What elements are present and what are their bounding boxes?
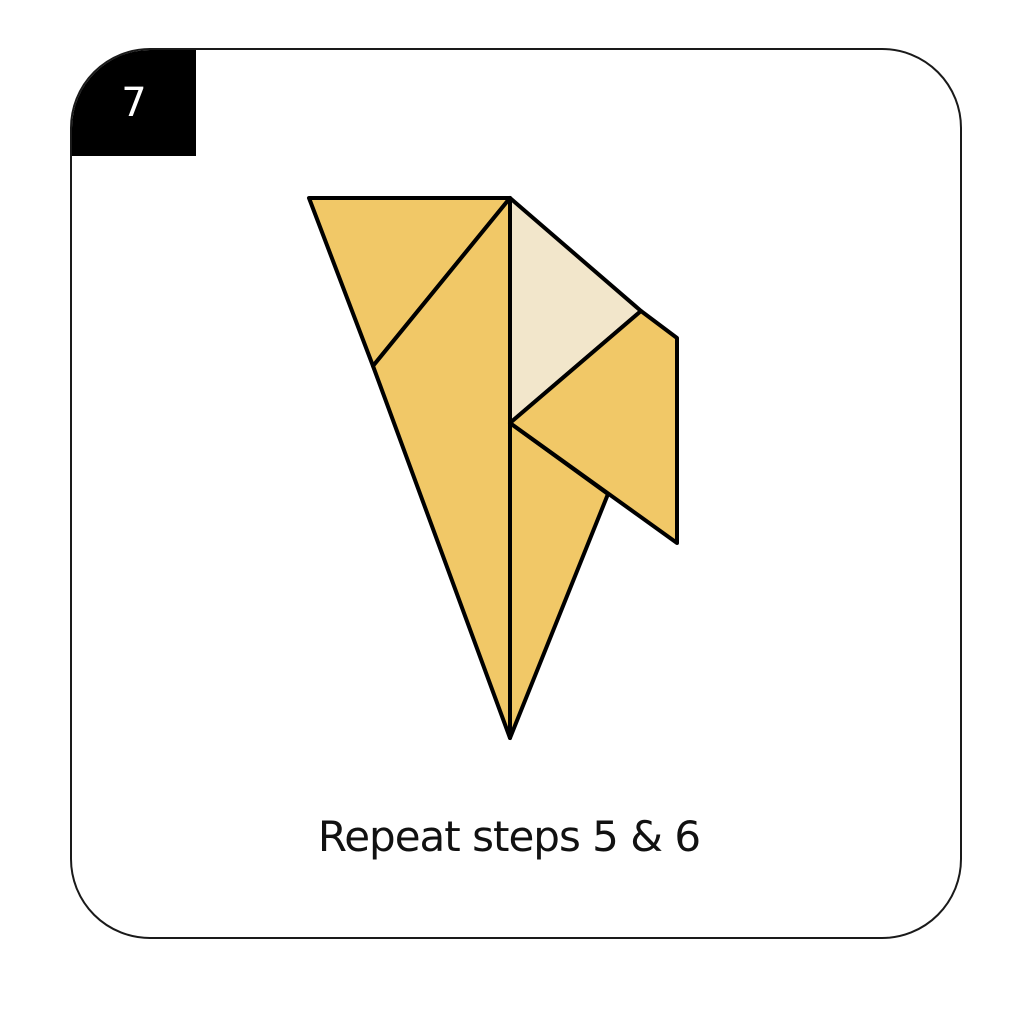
step-number-badge: 7 bbox=[72, 50, 196, 156]
right-flap bbox=[508, 309, 679, 545]
instruction-caption: Repeat steps 5 & 6 bbox=[317, 812, 701, 861]
